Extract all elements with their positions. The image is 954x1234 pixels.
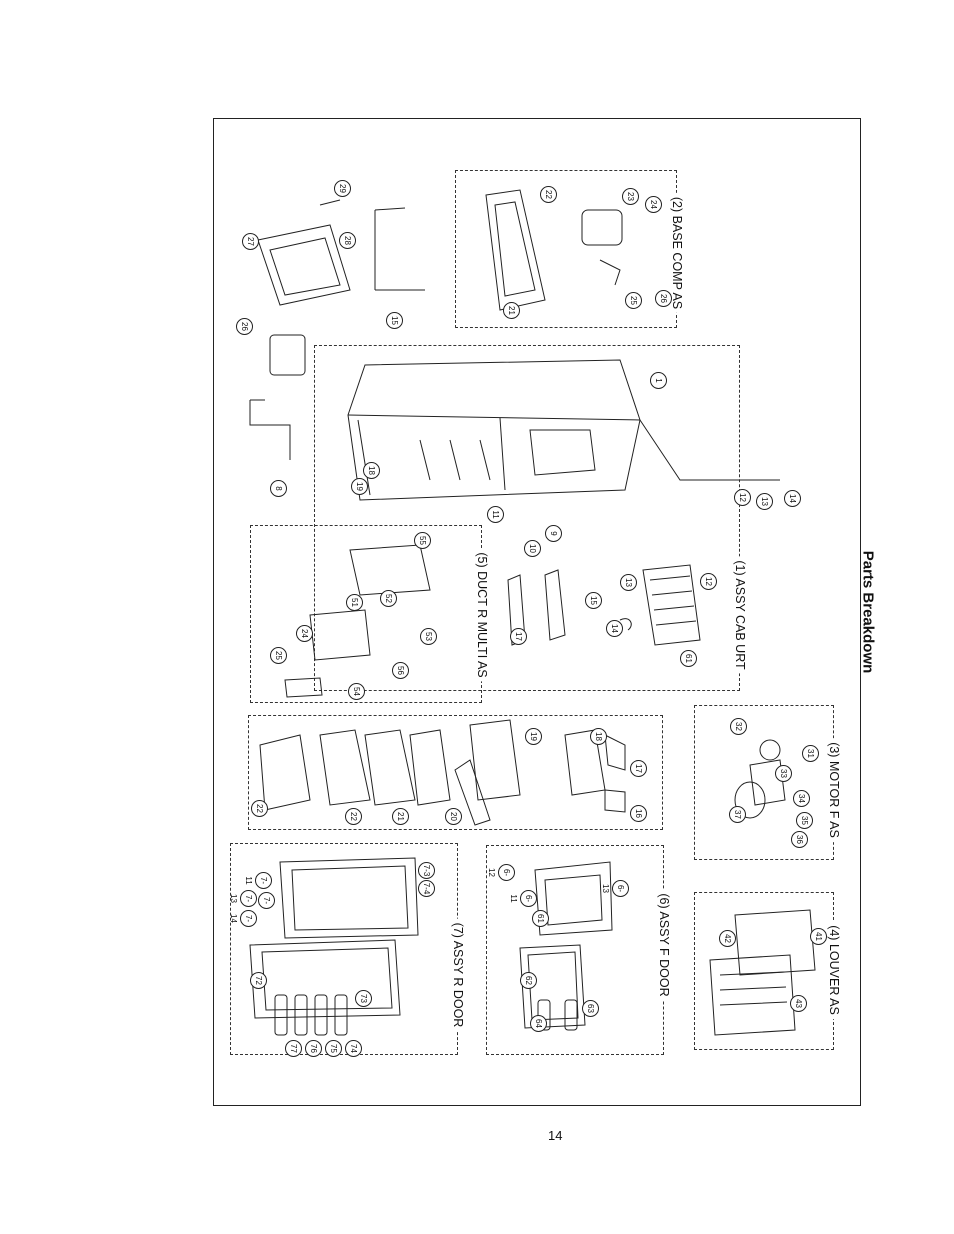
callout-6-13: 6-13 [601, 880, 629, 897]
callout-24: 24 [645, 196, 662, 213]
callout-22c: 22 [345, 808, 362, 825]
callout-11: 11 [487, 506, 504, 523]
callout-53: 53 [420, 628, 437, 645]
callout-75: 75 [325, 1040, 342, 1057]
callout-1: 1 [650, 372, 667, 389]
callout-17: 17 [510, 628, 527, 645]
callout-35: 35 [796, 812, 813, 829]
callout-76: 76 [305, 1040, 322, 1057]
callout-19b: 19 [525, 728, 542, 745]
callout-32: 32 [730, 718, 747, 735]
callout-7-12: 7-12 [247, 892, 275, 909]
callout-61: 61 [680, 650, 697, 667]
callout-14b: 14 [606, 620, 623, 637]
callout-22: 22 [540, 186, 557, 203]
callout-21b: 21 [392, 808, 409, 825]
callout-7-3: 7-3 [418, 862, 435, 879]
callout-52: 52 [380, 590, 397, 607]
callout-33: 33 [775, 765, 792, 782]
callout-29: 29 [334, 180, 351, 197]
callout-77: 77 [285, 1040, 302, 1057]
callout-64: 64 [530, 1015, 547, 1032]
callout-18b: 18 [590, 728, 607, 745]
callout-55: 55 [414, 532, 431, 549]
callout-8: 8 [270, 480, 287, 497]
callout-36: 36 [791, 831, 808, 848]
callout-23: 23 [622, 188, 639, 205]
callout-17b: 17 [630, 760, 647, 777]
callout-18: 18 [363, 462, 380, 479]
callout-20: 20 [445, 808, 462, 825]
callout-28: 28 [339, 232, 356, 249]
page-number: 14 [548, 1128, 563, 1143]
callout-7-11: 7-11 [244, 872, 272, 889]
callout-14: 14 [784, 490, 801, 507]
callout-42: 42 [719, 930, 736, 947]
callout-13: 13 [756, 493, 773, 510]
callout-9: 9 [545, 525, 562, 542]
callout-54: 54 [348, 683, 365, 700]
callout-63: 63 [582, 1000, 599, 1017]
callout-25b: 25 [270, 647, 287, 664]
diagram-frame [213, 118, 861, 1106]
callout-37: 37 [729, 806, 746, 823]
callout-22b: 22 [251, 800, 268, 817]
callout-61b: 61 [532, 910, 549, 927]
callout-74: 74 [345, 1040, 362, 1057]
callout-12b: 12 [700, 573, 717, 590]
callout-25: 25 [625, 292, 642, 309]
callout-31: 31 [802, 745, 819, 762]
callout-43: 43 [790, 995, 807, 1012]
callout-7-14: 7-14 [229, 910, 257, 927]
callout-16: 16 [630, 805, 647, 822]
callout-13b: 13 [620, 574, 637, 591]
callout-51: 51 [346, 594, 363, 611]
group-bins [248, 715, 663, 830]
callout-24b: 24 [296, 625, 313, 642]
callout-41: 41 [810, 928, 827, 945]
callout-7-4: 7-4 [418, 880, 435, 897]
callout-26b: 26 [236, 318, 253, 335]
callout-56: 56 [392, 662, 409, 679]
callout-62: 62 [520, 972, 537, 989]
callout-27: 27 [242, 233, 259, 250]
callout-7-13: 7-13 [229, 890, 257, 907]
callout-10: 10 [524, 540, 541, 557]
callout-6-11: 6-11 [509, 890, 537, 907]
callout-26: 26 [655, 290, 672, 307]
callout-12: 12 [734, 489, 751, 506]
callout-73: 73 [355, 990, 372, 1007]
callout-21: 21 [503, 302, 520, 319]
callout-15b: 15 [585, 592, 602, 609]
callout-72: 72 [250, 972, 267, 989]
callout-15: 15 [386, 312, 403, 329]
callout-34: 34 [793, 790, 810, 807]
group-assy-cab [314, 345, 740, 691]
callout-19: 19 [351, 478, 368, 495]
callout-6-12: 6-12 [487, 864, 515, 881]
